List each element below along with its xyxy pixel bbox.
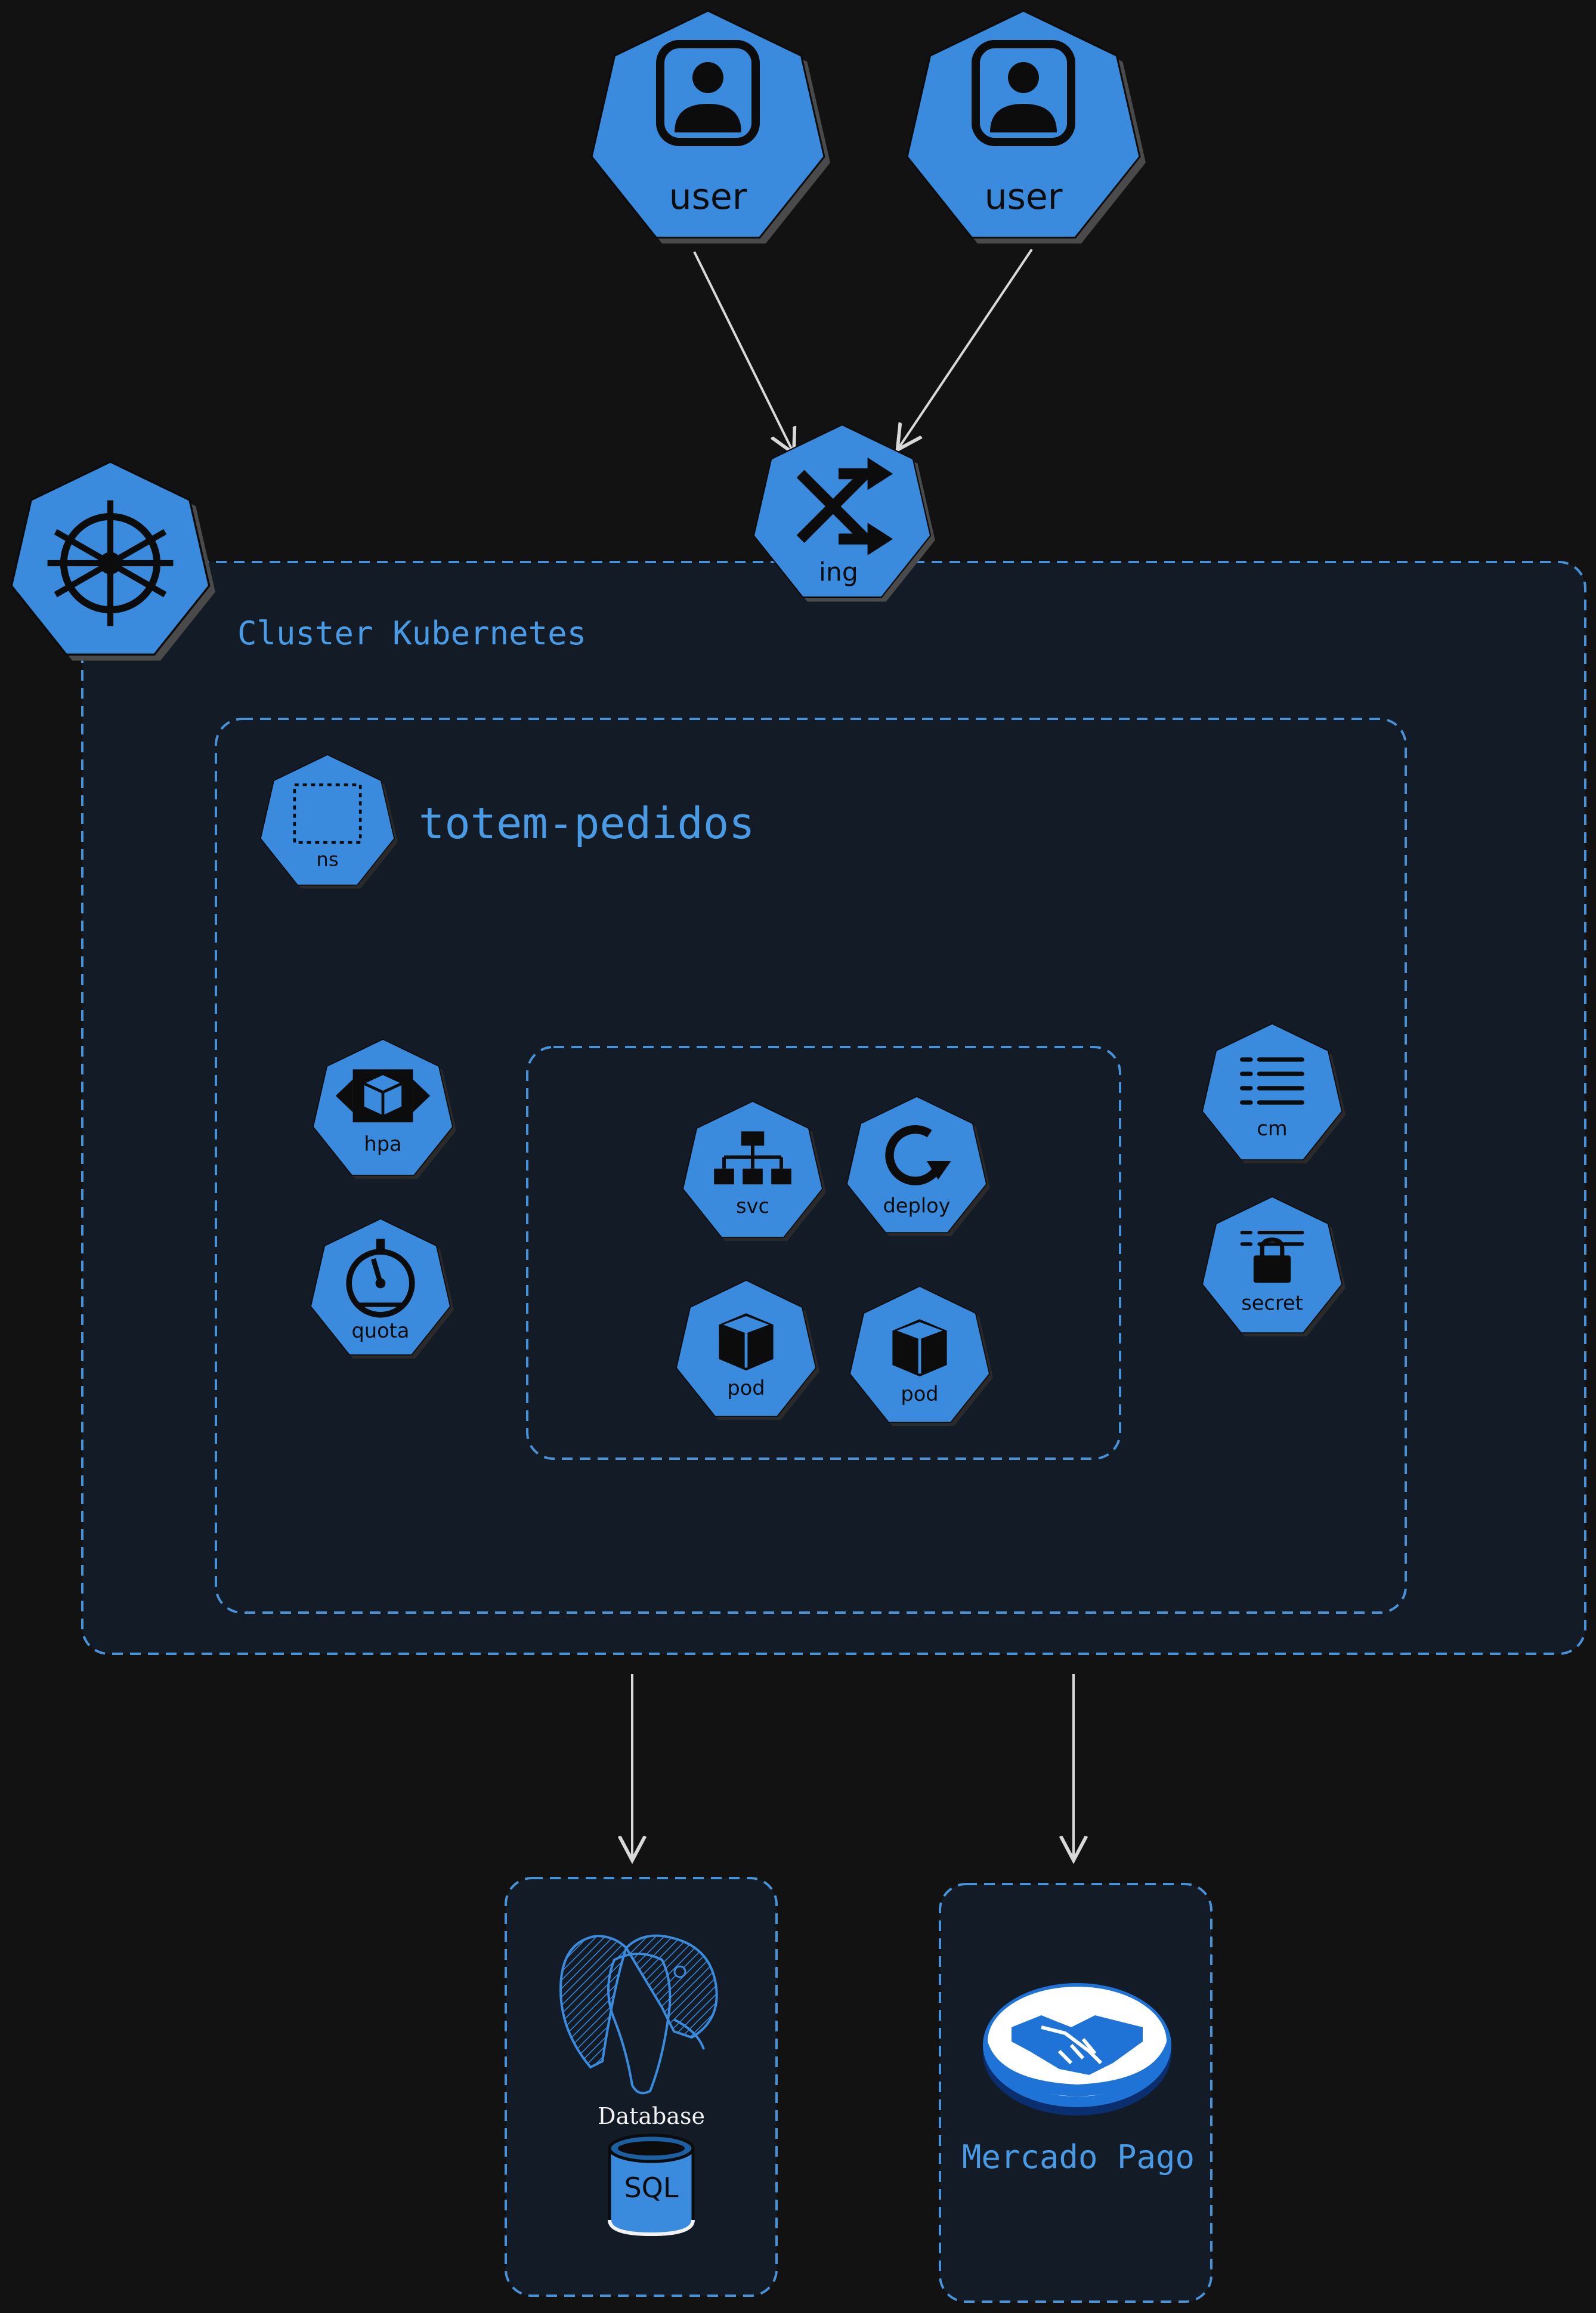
ingress-icon: [796, 468, 870, 545]
configmap-node: cm: [1202, 1023, 1346, 1164]
workload-frame: [526, 1046, 1121, 1460]
quota-node: quota: [310, 1218, 454, 1359]
deployment-node: deploy: [846, 1096, 990, 1237]
quota-icon: [346, 1239, 415, 1318]
deployment-label: deploy: [883, 1194, 950, 1217]
ingress-node: ing: [753, 424, 935, 602]
namespace-node: ns: [260, 754, 398, 889]
secret-label: secret: [1241, 1292, 1303, 1315]
pod-1-label: pod: [727, 1376, 765, 1400]
quota-label: quota: [352, 1319, 410, 1342]
service-icon: [714, 1131, 791, 1185]
service-node: svc: [682, 1101, 826, 1242]
namespace-label: ns: [316, 848, 338, 870]
cluster-title: Cluster Kubernetes: [237, 614, 586, 652]
user-icon: [972, 40, 1075, 146]
arrow-user2-to-ingress: [898, 248, 1033, 449]
pod-icon: [719, 1313, 774, 1371]
pod-node-2: pod: [849, 1286, 993, 1426]
pod-icon: [892, 1319, 947, 1377]
pod-node-1: pod: [676, 1280, 819, 1420]
hpa-label: hpa: [364, 1132, 401, 1156]
arrow-user1-to-ingress: [693, 251, 793, 452]
configmap-icon: [1239, 1057, 1305, 1105]
user-icon: [656, 40, 760, 146]
secret-node: secret: [1202, 1196, 1346, 1337]
payment-title: Mercado Pago: [962, 2138, 1195, 2176]
namespace-title: totem-pedidos: [419, 798, 755, 848]
deployment-icon: [885, 1125, 951, 1185]
sql-database-icon: SQL: [608, 2133, 695, 2237]
user-node-2: user: [906, 10, 1146, 244]
secret-icon: [1240, 1230, 1304, 1283]
handshake-icon: [983, 1983, 1171, 2116]
database-caption: Database: [598, 2103, 705, 2129]
pod-2-label: pod: [901, 1382, 938, 1406]
configmap-label: cm: [1257, 1117, 1287, 1140]
user-1-label: user: [669, 176, 747, 218]
sql-badge: SQL: [624, 2172, 678, 2204]
ingress-label: ing: [819, 557, 858, 587]
user-2-label: user: [985, 176, 1063, 218]
service-label: svc: [736, 1194, 769, 1218]
postgresql-icon: [559, 1934, 718, 2095]
kubernetes-helm-icon: [10, 461, 215, 661]
hpa-icon: [335, 1069, 431, 1123]
user-node-1: user: [590, 10, 830, 244]
hpa-node: hpa: [313, 1039, 456, 1179]
